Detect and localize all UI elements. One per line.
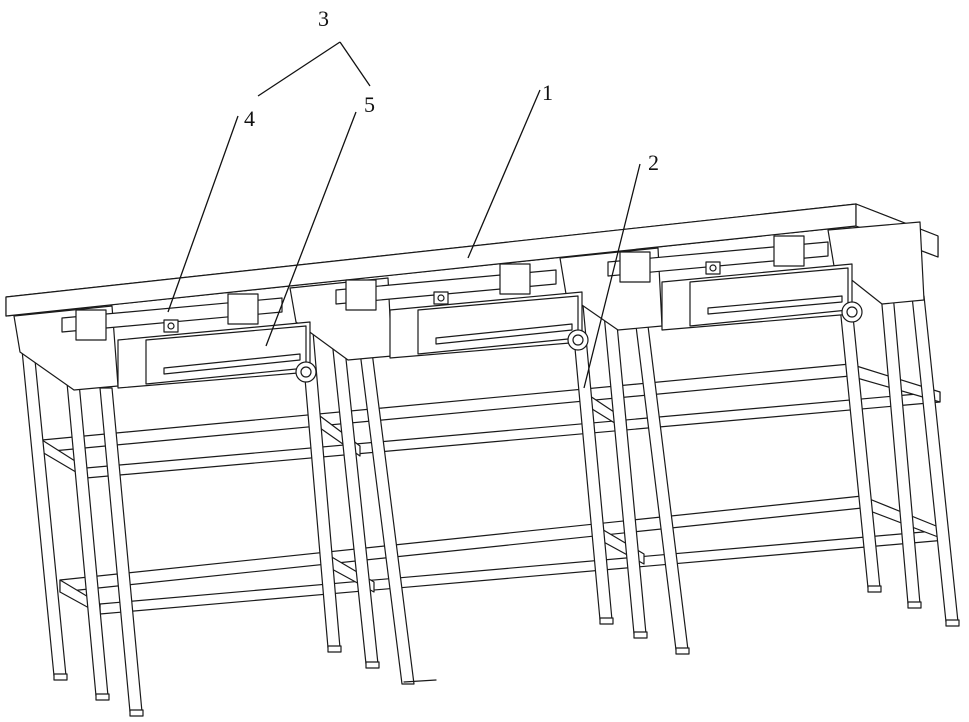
callout-2: 2 bbox=[648, 150, 659, 175]
leader-3a bbox=[258, 42, 340, 96]
callout-4: 4 bbox=[244, 106, 255, 131]
callout-1: 1 bbox=[542, 80, 553, 105]
callout-labels: 3 4 5 1 2 bbox=[244, 6, 659, 175]
leader-1 bbox=[468, 90, 540, 258]
callout-5: 5 bbox=[364, 92, 375, 117]
callout-3: 3 bbox=[318, 6, 329, 31]
leader-3b bbox=[340, 42, 370, 86]
